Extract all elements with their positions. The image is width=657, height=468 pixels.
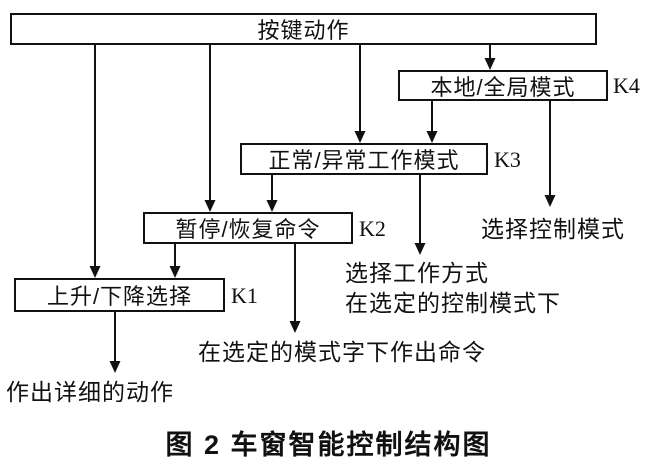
arrow-root-to-k3 <box>354 45 366 143</box>
node-up-down-select-label: 上升/下降选择 <box>46 284 193 309</box>
arrow-k3-to-k2 <box>266 175 278 212</box>
annotation-select-work-method: 选择工作方式 在选定的控制模式下 <box>345 258 561 318</box>
arrow-k4-to-k3 <box>426 100 438 143</box>
arrow-root-to-k4 <box>484 45 496 70</box>
key-label-k2: K2 <box>359 216 386 241</box>
annotation-command-under-mode-word: 在选定的模式字下作出命令 <box>198 339 486 365</box>
arrow-k2-to-k1 <box>169 244 181 278</box>
arrow-root-to-k2 <box>204 45 216 212</box>
arrow-k2-to-annotation <box>289 244 301 333</box>
key-label-k4: K4 <box>613 73 640 98</box>
annotation-select-work-method-line1: 选择工作方式 <box>345 260 489 286</box>
annotation-detailed-action: 作出详细的动作 <box>6 379 174 405</box>
arrow-k3-to-annotation <box>414 175 426 255</box>
key-label-k3: K3 <box>494 147 521 172</box>
node-normal-abnormal-mode-label: 正常/异常工作模式 <box>268 148 460 173</box>
node-pause-resume-command-label: 暂停/恢复命令 <box>175 217 321 242</box>
arrow-root-to-k1 <box>89 45 101 278</box>
node-local-global-mode: 本地/全局模式 <box>398 70 608 101</box>
node-up-down-select: 上升/下降选择 <box>14 278 225 312</box>
node-pause-resume-command: 暂停/恢复命令 <box>143 212 353 244</box>
node-key-action: 按键动作 <box>10 13 597 45</box>
figure-caption: 图 2 车窗智能控制结构图 <box>165 430 492 460</box>
key-label-k1: K1 <box>231 283 258 308</box>
annotation-select-work-method-line2: 在选定的控制模式下 <box>345 290 561 316</box>
annotation-select-control-mode: 选择控制模式 <box>481 216 625 242</box>
node-normal-abnormal-mode: 正常/异常工作模式 <box>240 143 488 175</box>
arrow-k1-to-annotation <box>109 312 121 373</box>
node-key-action-label: 按键动作 <box>257 18 350 43</box>
node-local-global-mode-label: 本地/全局模式 <box>430 74 576 100</box>
arrow-k4-to-annotation <box>544 100 556 207</box>
